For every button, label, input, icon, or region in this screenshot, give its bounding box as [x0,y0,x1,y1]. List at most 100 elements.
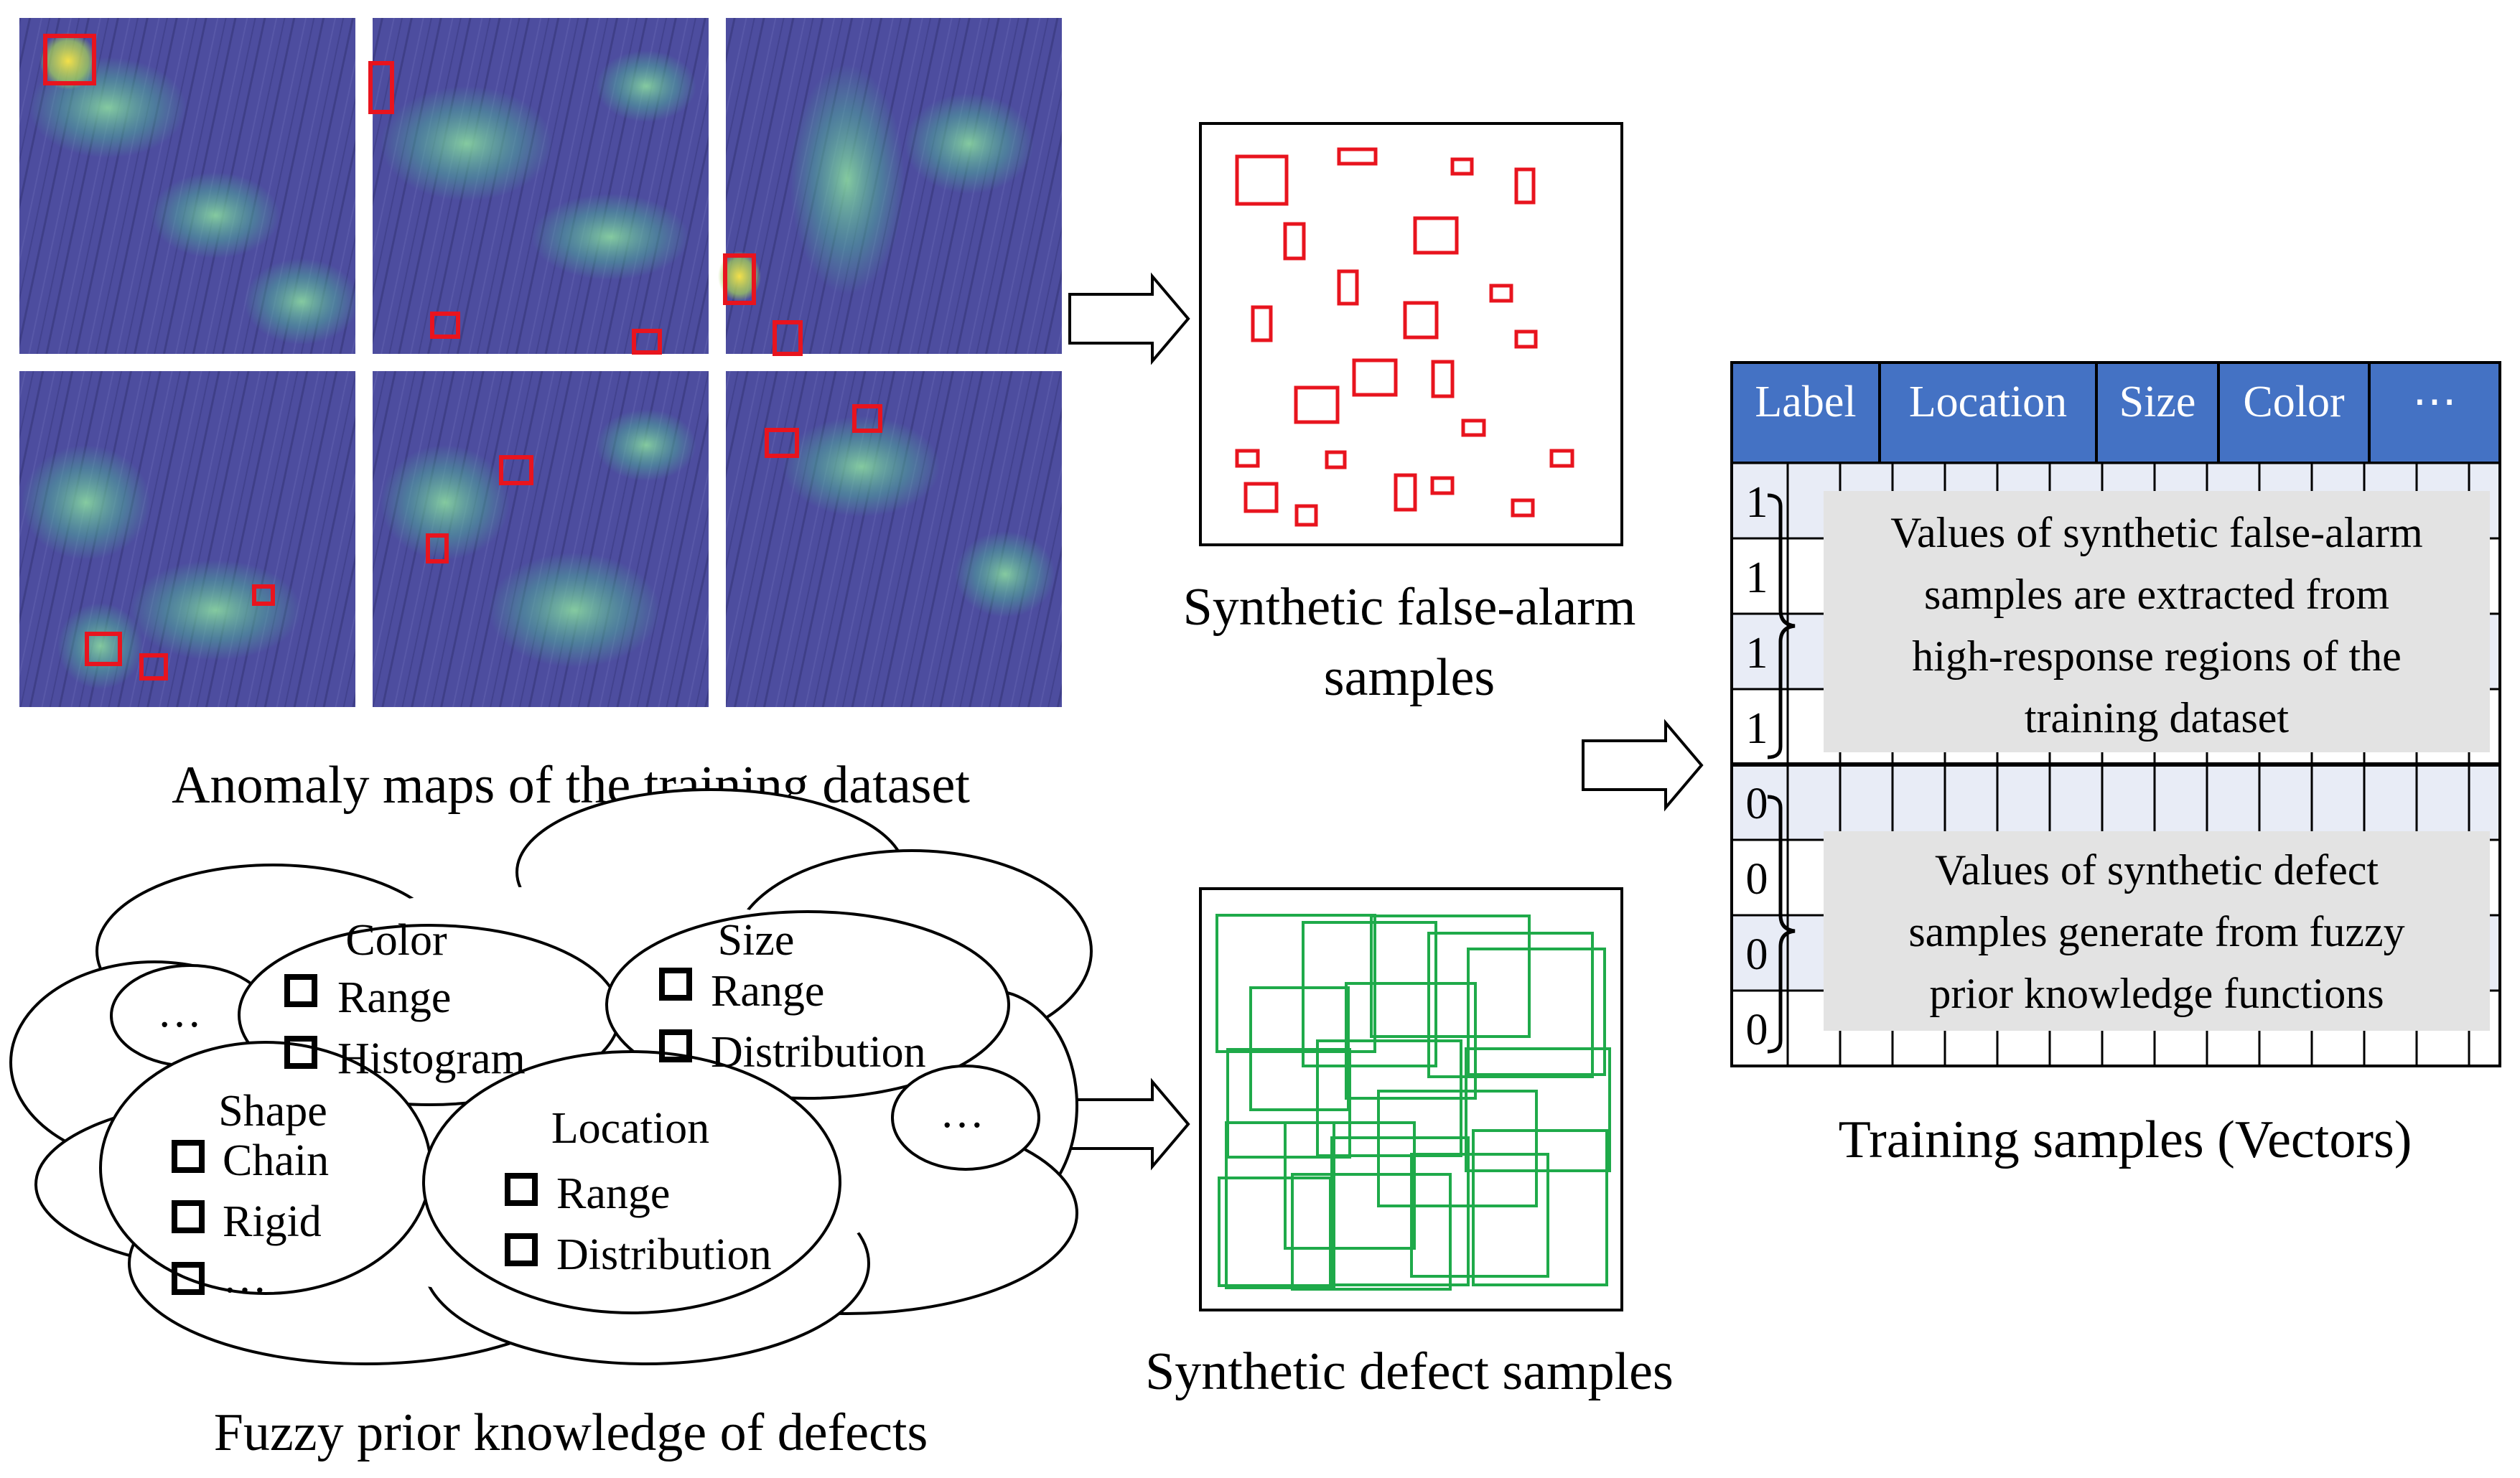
arrow-icon [1068,272,1190,365]
false-alarm-box [1337,147,1378,166]
size-item: Distribution [711,1028,926,1077]
defect-box [1467,948,1606,1076]
defect-caption: Synthetic defect samples [1145,1342,1674,1401]
note-line: samples are extracted from [1924,571,2389,618]
defect-box [1427,932,1594,1078]
column-header: Location [1909,378,2067,426]
checkbox-icon [172,1200,205,1233]
color-title: Color [345,916,447,965]
anomaly-box [852,404,882,433]
defect-box [1302,921,1437,1067]
defect-box [1291,1173,1452,1291]
location-item: Range [556,1169,670,1218]
defect-box [1377,1090,1538,1207]
false-alarm-caption: samples [1324,648,1495,707]
false-alarm-box [1251,305,1273,342]
false-alarm-box [1283,222,1306,261]
column-header: Color [2243,378,2345,426]
note-line: samples generate from fuzzy [1908,908,2404,955]
defect-box [1225,1121,1335,1289]
defect-box [1284,1121,1416,1250]
defect-box [1226,1048,1351,1159]
arrow-icon [1582,719,1704,812]
column-header: Label [1755,378,1856,426]
defect-box [1316,1039,1462,1157]
false-alarm-box [1403,301,1439,340]
color-item: Range [337,973,451,1022]
shape-item: Rigid [223,1197,322,1246]
anomaly-map-tile [373,371,709,707]
false-alarm-box [1461,418,1486,437]
brace-icon [1767,493,1796,759]
false-alarm-box [1431,360,1455,398]
shape-item: Chain [223,1136,329,1185]
note-line: Values of synthetic defect [1935,846,2379,894]
anomaly-map-tile [718,18,1062,356]
knowledge-more-left: … [157,988,202,1037]
defect-box [1472,1129,1608,1286]
checkbox-icon [284,974,317,1007]
note-line: high-response regions of the [1912,632,2402,680]
checkbox-icon [172,1262,205,1295]
false-alarm-box [1337,269,1359,306]
anomaly-box [252,584,275,606]
training-caption: Training samples (Vectors) [1839,1110,2412,1169]
knowledge-color-group: Color Range Histogram [284,916,526,1083]
anomaly-box [43,34,96,85]
defect-box [1370,915,1531,1038]
anomaly-box [85,632,122,666]
label-value: 1 [1746,629,1768,678]
anomaly-map-tile [19,18,359,354]
anomaly-box [139,653,168,680]
note-line: prior knowledge functions [1929,970,2384,1017]
false-alarm-box [1514,167,1536,205]
anomaly-box [499,455,533,485]
anomaly-box [765,428,799,458]
column-header: ⋯ [2412,378,2457,426]
false-alarm-panel [1199,122,1623,546]
table-row [1730,763,2501,841]
false-alarm-box [1450,157,1474,176]
defect-boxes [1215,914,1611,1291]
column-header: Size [2119,378,2196,426]
anomaly-box [723,253,756,305]
anomaly-box [426,533,449,563]
false-alarm-box [1352,358,1398,397]
anomaly-map-tile [726,371,1062,707]
knowledge-cloud [9,788,1093,1365]
label-value: 1 [1746,553,1768,602]
shape-title: Shape [218,1087,327,1136]
false-alarm-box [1413,216,1459,255]
note-line: Values of synthetic false-alarm [1890,509,2422,556]
defect-box [1410,1153,1549,1278]
false-alarm-box [1325,450,1347,469]
checkbox-icon [284,1036,317,1069]
knowledge-shape-group: Shape Chain Rigid … [172,1087,329,1302]
false-alarm-box [1294,504,1318,527]
size-item: Range [711,967,824,1016]
false-alarm-box [1235,449,1260,468]
brace-icon [1767,795,1796,1054]
shape-item: … [223,1253,267,1302]
false-alarm-box [1294,385,1340,424]
label-value: 0 [1746,930,1768,979]
false-alarm-box [1235,154,1289,206]
knowledge-more-right: … [940,1088,984,1137]
false-alarm-boxes [1235,147,1574,527]
note-line: training dataset [2025,694,2290,742]
anomaly-box [632,329,662,355]
false-alarm-box [1430,476,1455,495]
training-table: Label Location Size Color ⋯ [1730,361,2501,1067]
checkbox-icon [505,1233,538,1266]
false-alarm-caption: Synthetic false-alarm [1183,578,1636,637]
size-title: Size [718,916,795,965]
knowledge-location-group: Location Range Distribution [505,1104,772,1279]
false-alarm-box [1489,284,1513,303]
false-alarm-box [1243,482,1279,513]
false-alarm-box [1394,473,1417,512]
location-item: Distribution [556,1230,772,1279]
anomaly-box [773,320,803,356]
label-value: 0 [1746,1006,1768,1054]
anomaly-box [430,312,460,339]
